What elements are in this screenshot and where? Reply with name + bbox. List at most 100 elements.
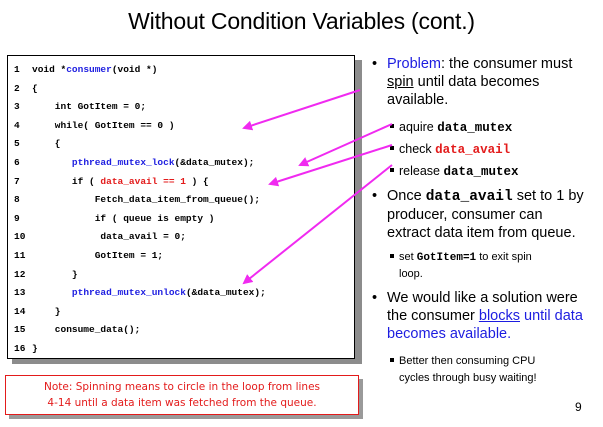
set-code: GotItem=1 [416, 252, 477, 264]
bullet-dot-icon: • [372, 290, 378, 306]
line-number: 15 [14, 324, 26, 336]
line-code: } [32, 303, 61, 321]
once-code: data_avail [425, 189, 513, 205]
once-text-b: set to 1 by [512, 188, 584, 204]
code-keyword: consumer [66, 64, 112, 75]
blocks-word: blocks [478, 308, 520, 324]
line-code: consume_data(); [32, 321, 141, 339]
code-text: GotItem = 1; [32, 250, 164, 261]
bullet-dot-icon: • [372, 188, 378, 204]
code-text: while( GotItem == 0 ) [32, 119, 175, 131]
line-code: if ( data_avail == 1 ) { [32, 173, 209, 191]
problem-text-b: until data becomes [413, 74, 540, 90]
would-text-b: the consumer [387, 308, 479, 324]
code-keyword: pthread_mutex_unlock [71, 287, 186, 299]
line-code: void *consumer(void *) [32, 61, 157, 79]
code-text: int GotItem = 0; [32, 101, 147, 113]
would-text-c: until data [520, 308, 583, 324]
problem-text-c: available. [387, 92, 449, 108]
line-code: pthread_mutex_lock(&data_mutex); [32, 154, 254, 172]
code-text: if ( [32, 175, 101, 187]
code-text: if ( queue is empty ) [32, 212, 215, 224]
line-code: { [32, 135, 61, 153]
set-text-b: to exit spin [476, 251, 532, 263]
line-number: 3 [14, 101, 20, 113]
line-code: while( GotItem == 0 ) [32, 117, 175, 135]
line-code: Fetch_data_item_from_queue(); [32, 191, 260, 209]
code-text: (&data_mutex); [174, 157, 255, 168]
line-number: 13 [14, 287, 26, 299]
code-text: ) { [185, 175, 209, 187]
line-code: data_avail = 0; [32, 228, 186, 246]
line-number: 12 [14, 268, 26, 280]
code-text: { [32, 82, 38, 94]
code-keyword: pthread_mutex_lock [71, 157, 175, 168]
line-number: 4 [14, 119, 20, 131]
once-text-d: extract data item from queue. [387, 225, 576, 241]
better-text-b: cycles through busy waiting! [399, 372, 537, 384]
line-code: GotItem = 1; [32, 247, 163, 265]
code-text: (void *) [111, 64, 158, 75]
bullet-dot-icon: • [372, 56, 378, 72]
better-text-a: Better then consuming CPU [399, 355, 536, 367]
line-code: if ( queue is empty ) [32, 210, 215, 228]
line-number: 8 [14, 194, 20, 206]
line-number: 10 [14, 231, 26, 243]
arrow-spin [242, 89, 361, 131]
code-text: void * [32, 64, 67, 75]
square-bullet-icon [390, 254, 394, 258]
square-bullet-icon [390, 146, 394, 150]
code-text: { [32, 138, 61, 150]
line-number: 2 [14, 82, 20, 94]
square-bullet-icon [390, 358, 394, 362]
release-text: release [399, 164, 444, 178]
spin-word: spin [387, 74, 414, 90]
line-code: } [32, 340, 38, 358]
line-number: 6 [14, 157, 20, 168]
set-text-a: set [399, 251, 417, 263]
code-listing: 1 void *consumer(void *) 2 {3 int GotItem =… [7, 55, 355, 359]
note-line-2: 4-14 until a data item was fetched from … [47, 397, 317, 409]
problem-text-a: : the consumer must [441, 56, 573, 72]
release-code: data_mutex [443, 165, 519, 179]
would-text-d: becomes available. [387, 326, 512, 342]
check-text: check [399, 142, 436, 156]
code-text: } [32, 268, 78, 280]
code-text: Fetch_data_item_from_queue(); [32, 194, 261, 206]
code-text: consume_data(); [32, 324, 141, 336]
line-code: { [32, 80, 38, 98]
code-text: data_avail = 0; [32, 231, 186, 243]
line-number: 14 [14, 305, 26, 317]
line-number: 7 [14, 175, 20, 187]
acquire-text: aquire [399, 120, 438, 134]
square-bullet-icon [390, 124, 394, 128]
once-text-a: Once [387, 188, 426, 204]
note-box: Note: Spinning means to circle in the lo… [5, 375, 359, 415]
page-number: 9 [575, 400, 582, 414]
line-code: } [32, 266, 78, 284]
check-code: data_avail [435, 143, 511, 157]
line-number: 5 [14, 138, 20, 150]
line-number: 16 [14, 343, 26, 354]
line-code: int GotItem = 0; [32, 98, 146, 116]
arrow-acquire [298, 123, 393, 167]
line-number: 1 [14, 64, 20, 75]
line-number: 9 [14, 212, 20, 224]
line-number: 11 [14, 250, 26, 261]
acquire-code: data_mutex [437, 121, 513, 135]
problem-label: Problem [387, 56, 441, 72]
note-line-1: Note: Spinning means to circle in the lo… [43, 381, 321, 393]
code-text: (&data_mutex); [185, 287, 266, 299]
once-text-c: producer, consumer can [387, 207, 543, 223]
code-highlight: data_avail == 1 [100, 175, 186, 187]
code-text: } [32, 343, 38, 354]
arrow-check [268, 144, 393, 187]
would-text-a: We would like a solution were [387, 290, 578, 306]
square-bullet-icon [390, 168, 394, 172]
slide-title: Without Condition Variables (cont.) [128, 8, 475, 34]
arrow-release [242, 164, 393, 285]
set-text-c: loop. [399, 268, 423, 280]
code-text: } [32, 305, 61, 317]
line-code: pthread_mutex_unlock(&data_mutex); [32, 284, 266, 302]
